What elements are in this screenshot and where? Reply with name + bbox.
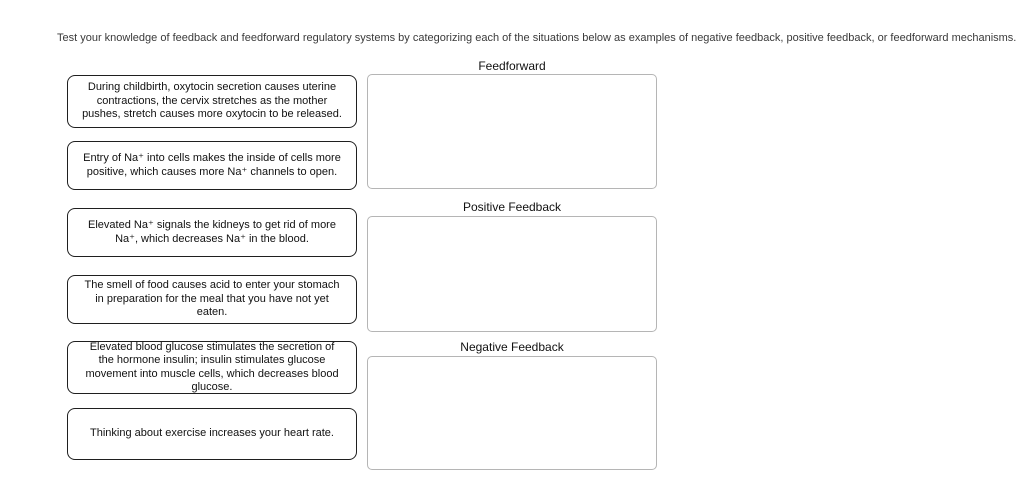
draggable-card-na-entry-channels[interactable]: Entry of Na⁺ into cells makes the inside…	[67, 141, 357, 190]
draggable-card-smell-of-food[interactable]: The smell of food causes acid to enter y…	[67, 275, 357, 324]
card-text: During childbirth, oxytocin secretion ca…	[82, 81, 342, 121]
card-text: Thinking about exercise increases your h…	[90, 427, 334, 440]
zone-label-positive-feedback: Positive Feedback	[462, 200, 562, 214]
dropzone-negative-feedback[interactable]	[367, 356, 657, 470]
card-text: Entry of Na⁺ into cells makes the inside…	[83, 152, 341, 178]
dropzone-positive-feedback[interactable]	[367, 216, 657, 332]
zone-label-feedforward: Feedforward	[478, 59, 546, 73]
draggable-card-thinking-exercise[interactable]: Thinking about exercise increases your h…	[67, 408, 357, 460]
draggable-card-childbirth-oxytocin[interactable]: During childbirth, oxytocin secretion ca…	[67, 75, 357, 128]
card-text: The smell of food causes acid to enter y…	[84, 279, 340, 319]
card-text: Elevated blood glucose stimulates the se…	[85, 340, 339, 394]
draggable-card-blood-glucose-insulin[interactable]: Elevated blood glucose stimulates the se…	[67, 341, 357, 394]
dropzone-feedforward[interactable]	[367, 74, 657, 189]
zone-label-negative-feedback: Negative Feedback	[460, 340, 564, 354]
instructions-text: Test your knowledge of feedback and feed…	[57, 32, 1017, 44]
card-text: Elevated Na⁺ signals the kidneys to get …	[88, 219, 336, 245]
draggable-card-na-kidneys[interactable]: Elevated Na⁺ signals the kidneys to get …	[67, 208, 357, 257]
